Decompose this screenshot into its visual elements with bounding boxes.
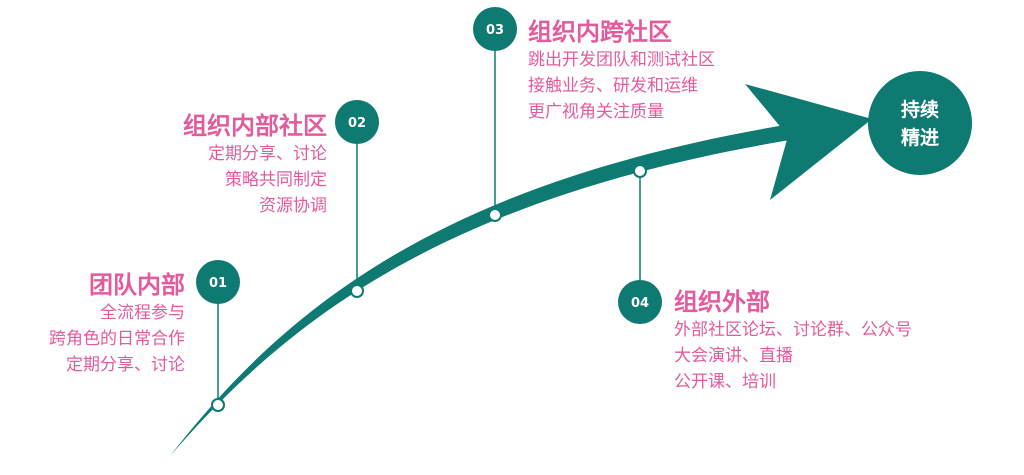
stage-02-line-3: 资源协调	[259, 196, 327, 216]
milestone-dot-03	[488, 208, 502, 222]
stage-01-line-3: 定期分享、讨论	[66, 355, 185, 375]
goal-circle	[868, 71, 972, 175]
stage-number-02: 02	[348, 116, 366, 131]
stage-01-line-1: 全流程参与	[100, 303, 185, 323]
stage-badge-02	[335, 100, 379, 144]
stage-badge-04	[618, 280, 662, 324]
stage-number-01: 01	[209, 276, 227, 291]
growth-arrow-head	[745, 84, 872, 200]
stage-04-line-3: 公开课、培训	[674, 372, 776, 392]
milestone-dot-01	[211, 398, 225, 412]
stage-04-line-1: 外部社区论坛、讨论群、公众号	[674, 320, 912, 340]
stage-04-line-2: 大会演讲、直播	[674, 346, 793, 366]
stage-02-text: 组织内部社区 定期分享、讨论 策略共同制定 资源协调	[183, 111, 327, 219]
stage-04-text: 组织外部 外部社区论坛、讨论群、公众号 大会演讲、直播 公开课、培训	[674, 287, 912, 395]
stage-01-line-2: 跨角色的日常合作	[49, 329, 185, 349]
goal-text-line2: 精进	[901, 126, 939, 149]
stage-number-03: 03	[486, 23, 504, 38]
stage-03-line-1: 跳出开发团队和测试社区	[528, 50, 715, 70]
stage-04-title: 组织外部	[674, 288, 770, 316]
stage-number-04: 04	[631, 296, 649, 311]
stage-02-line-1: 定期分享、讨论	[208, 144, 327, 164]
milestone-dot-02	[350, 284, 364, 298]
stage-02-title: 组织内部社区	[183, 112, 327, 140]
goal-text-line1: 持续	[901, 98, 939, 121]
stage-badge-01	[196, 260, 240, 304]
stage-03-line-3: 更广视角关注质量	[528, 102, 664, 122]
stage-01-title: 团队内部	[89, 271, 185, 299]
stage-badge-03	[473, 7, 517, 51]
milestone-dot-04	[633, 164, 647, 178]
stage-02-line-2: 策略共同制定	[225, 170, 327, 190]
stage-03-text: 组织内跨社区 跳出开发团队和测试社区 接触业务、研发和运维 更广视角关注质量	[528, 17, 715, 125]
stage-03-line-2: 接触业务、研发和运维	[528, 76, 698, 96]
stage-03-title: 组织内跨社区	[528, 18, 672, 46]
stage-01-text: 团队内部 全流程参与 跨角色的日常合作 定期分享、讨论	[49, 270, 185, 378]
